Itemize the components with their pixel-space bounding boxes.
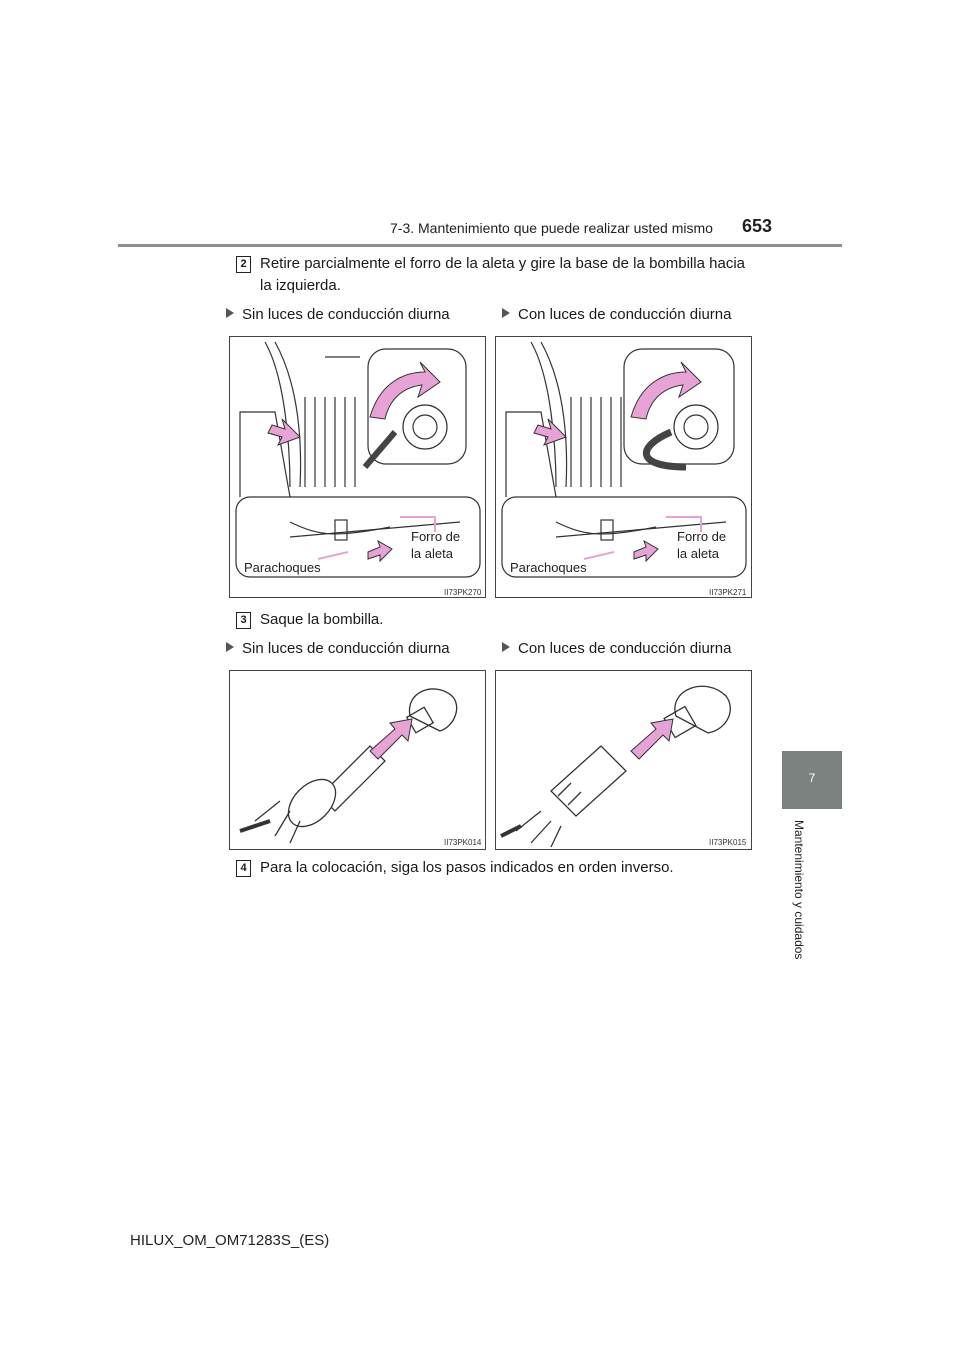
option-label: Con luces de conducción diurna <box>518 640 732 657</box>
figure-bulb-removal-without-drl <box>229 670 486 850</box>
option-with-drl: Con luces de conducción diurna <box>502 306 731 323</box>
label-bumper: Parachoques <box>244 560 321 575</box>
step-2-text: Retire parcialmente el forro de la aleta… <box>260 255 745 294</box>
option-label: Con luces de conducción diurna <box>518 306 732 323</box>
headlight-illustration <box>235 341 481 578</box>
chapter-number: 7 <box>808 771 816 785</box>
bullet-triangle-icon <box>502 308 510 318</box>
option-with-drl: Con luces de conducción diurna <box>502 640 731 657</box>
option-label: Sin luces de conducción diurna <box>242 306 450 323</box>
bullet-triangle-icon <box>226 642 234 652</box>
step-number-2: 2 <box>236 256 251 273</box>
headlight-illustration <box>501 341 747 578</box>
step-4-text: Para la colocación, siga los pasos indic… <box>260 859 674 876</box>
step-number-4: 4 <box>236 860 251 877</box>
option-without-drl: Sin luces de conducción diurna <box>226 306 450 323</box>
bullet-triangle-icon <box>502 642 510 652</box>
figure-code: II73PK271 <box>709 588 747 597</box>
document-code: HILUX_OM_OM71283S_(ES) <box>130 1232 330 1249</box>
label-bumper: Parachoques <box>510 560 587 575</box>
bulb-socket-illustration <box>500 685 731 848</box>
option-without-drl: Sin luces de conducción diurna <box>226 640 450 657</box>
figure-bulb-removal-with-drl <box>495 670 752 850</box>
figure-code: II73PK014 <box>444 838 482 847</box>
header-divider <box>118 244 842 247</box>
chapter-tab <box>782 751 842 809</box>
figure-code: II73PK270 <box>444 588 482 597</box>
step-3-text: Saque la bombilla. <box>260 611 384 628</box>
bulb-socket-illustration <box>239 688 458 844</box>
bullet-triangle-icon <box>226 308 234 318</box>
figure-headlight-socket-without-drl <box>229 336 486 598</box>
section-title: 7-3. Mantenimiento que puede realizar us… <box>390 220 713 236</box>
chapter-label: Mantenimiento y cuidados <box>792 820 806 960</box>
page-number: 653 <box>742 216 773 236</box>
option-label: Sin luces de conducción diurna <box>242 640 450 657</box>
step-number-3: 3 <box>236 612 251 629</box>
figure-code: II73PK015 <box>709 838 747 847</box>
figure-headlight-socket-with-drl <box>495 336 752 598</box>
